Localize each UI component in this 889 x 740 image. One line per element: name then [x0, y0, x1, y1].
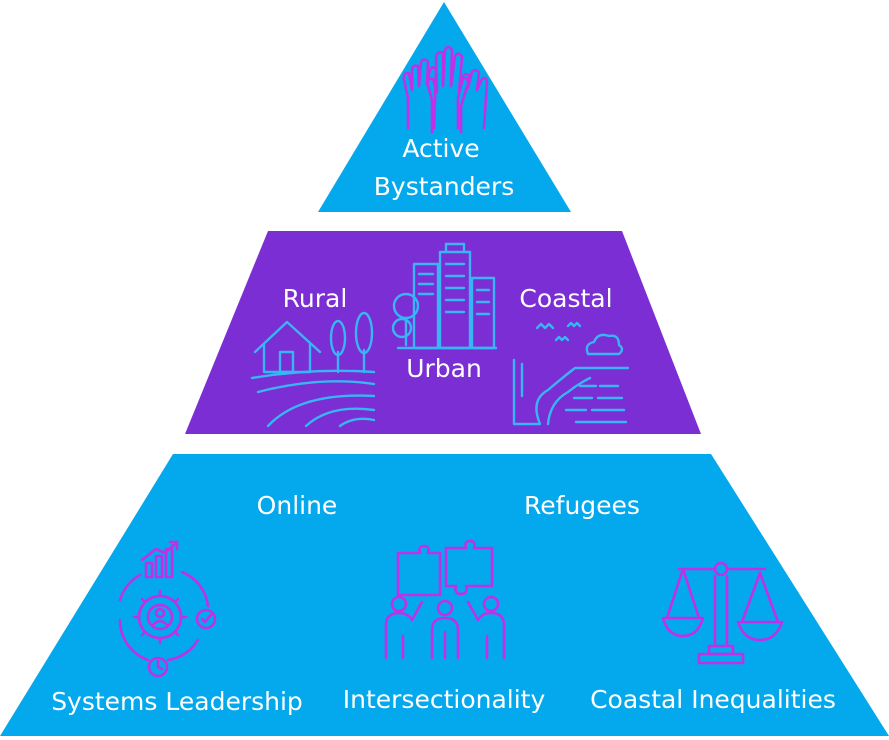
top-tier-triangle [318, 2, 571, 212]
team-puzzle-icon [384, 539, 506, 660]
balance-scale-icon [661, 561, 784, 665]
raised-hands-icon [402, 45, 489, 134]
gear-cycle-icon [118, 540, 217, 678]
coastal-inequalities-label: Coastal Inequalities [590, 685, 836, 714]
rural-label: Rural [283, 284, 348, 313]
coastline-icon [512, 321, 630, 426]
city-buildings-icon [391, 242, 498, 350]
farmhouse-fields-icon [250, 311, 376, 428]
top-label-line2: Bystanders [374, 172, 515, 201]
urban-label: Urban [406, 354, 482, 383]
coastal-label: Coastal [519, 284, 612, 313]
online-label: Online [257, 491, 338, 520]
intersectionality-label: Intersectionality [343, 685, 546, 714]
systems-leadership-label: Systems Leadership [51, 687, 303, 716]
middle-tier-trapezoid [185, 231, 701, 434]
bottom-tier-trapezoid [0, 454, 889, 736]
top-label-line1: Active [402, 134, 479, 163]
refugees-label: Refugees [524, 491, 640, 520]
